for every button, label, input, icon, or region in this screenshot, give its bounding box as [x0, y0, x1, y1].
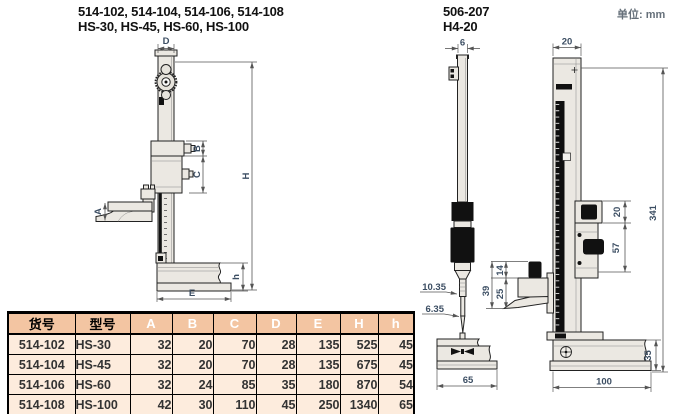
- cell-h: 45: [377, 354, 415, 375]
- cell-D: 45: [255, 394, 297, 414]
- cell-B: 24: [171, 374, 214, 395]
- cell-part: 514-108: [7, 394, 76, 414]
- col-header-D: D: [255, 312, 297, 335]
- cell-h: 45: [377, 333, 415, 355]
- cell-part: 514-104: [7, 354, 76, 375]
- spec-table: 货号 型号 A B C D E H h 514-102 HS-30 32 20 …: [7, 311, 415, 414]
- dim-label-rod-width: 6: [460, 38, 465, 49]
- dim-label-H: H: [241, 172, 252, 179]
- cell-part: 514-102: [7, 333, 76, 355]
- product-codes: 514-102, 514-104, 514-106, 514-108: [78, 4, 284, 19]
- cell-C: 110: [212, 394, 257, 414]
- cell-E: 180: [295, 374, 341, 395]
- col-header-B: B: [171, 312, 214, 335]
- dim-label-tip2: 6.35: [426, 304, 445, 315]
- col-header-model: 型号: [74, 312, 131, 335]
- dim-label-base-width: 100: [596, 377, 612, 388]
- dim-label-slider: 57: [611, 243, 622, 254]
- cell-model: HS-100: [74, 394, 131, 414]
- dim-label-C: C: [192, 171, 203, 178]
- dim-label-14: 14: [495, 265, 506, 276]
- dim-label-total-height: 341: [648, 204, 659, 221]
- cell-B: 30: [171, 394, 214, 414]
- cell-C: 70: [212, 354, 257, 375]
- col-header-H: H: [339, 312, 379, 335]
- unit-label: 单位: mm: [617, 9, 666, 21]
- product-code: 506-207: [443, 4, 490, 19]
- cell-E: 135: [295, 333, 341, 355]
- cell-E: 250: [295, 394, 341, 414]
- product-header-left: 514-102, 514-104, 514-106, 514-108 HS-30…: [78, 4, 284, 34]
- drawing-hs-height-gauge: D H B C: [93, 36, 257, 302]
- cell-model: HS-60: [74, 374, 131, 395]
- col-header-part: 货号: [7, 312, 76, 335]
- cell-H: 675: [339, 354, 379, 375]
- bolt-hole-icon: [560, 346, 572, 358]
- cell-H: 870: [339, 374, 379, 395]
- col-header-A: A: [129, 312, 173, 335]
- cell-B: 20: [171, 333, 214, 355]
- dim-label-E: E: [189, 288, 195, 299]
- cell-A: 42: [129, 394, 173, 414]
- dim-label-25: 25: [495, 288, 506, 299]
- cell-H: 525: [339, 333, 379, 355]
- table-header-row: 货号 型号 A B C D E H h: [7, 312, 415, 335]
- col-header-E: E: [295, 312, 341, 335]
- dim-label-39: 39: [481, 286, 492, 297]
- col-header-C: C: [212, 312, 257, 335]
- cell-D: 28: [255, 333, 297, 355]
- col-header-h: h: [377, 312, 415, 335]
- drawing-gauge-h4-20: 20 341 20 57: [481, 37, 668, 392]
- pulley-knob-icon: [154, 64, 178, 100]
- dim-label-base-height: 35: [643, 350, 654, 361]
- dim-label-B: B: [192, 145, 203, 152]
- cell-D: 28: [255, 354, 297, 375]
- product-model: H4-20: [443, 19, 478, 34]
- table-row: 514-106 HS-60 32 24 85 35 180 870 54: [7, 374, 415, 395]
- dim-label-A: A: [93, 208, 104, 215]
- dim-label-h: h: [231, 274, 242, 280]
- table-row: 514-108 HS-100 42 30 110 45 250 1340 65: [7, 394, 415, 414]
- cell-C: 85: [212, 374, 257, 395]
- brand-logo-mark: [556, 84, 572, 90]
- drawing-scriber-506-207: 6 10.35 6.35: [420, 38, 498, 390]
- cell-model: HS-30: [74, 333, 131, 355]
- cell-A: 32: [129, 374, 173, 395]
- dim-label-arm: 20: [612, 207, 623, 218]
- product-header-right: 506-207 H4-20: [443, 4, 490, 34]
- cell-A: 32: [129, 354, 173, 375]
- dim-label-column-width: 20: [562, 37, 573, 48]
- cell-B: 20: [171, 354, 214, 375]
- dim-label-tip1: 10.35: [422, 282, 446, 293]
- cell-part: 514-106: [7, 374, 76, 395]
- cell-h: 65: [377, 394, 415, 414]
- dim-label-D: D: [163, 36, 170, 47]
- dim-label-scriber-base: 65: [463, 375, 474, 386]
- cell-A: 32: [129, 333, 173, 355]
- cell-model: HS-45: [74, 354, 131, 375]
- product-models: HS-30, HS-45, HS-60, HS-100: [78, 19, 249, 34]
- table-row: 514-104 HS-45 32 20 70 28 135 675 45: [7, 354, 415, 375]
- cell-D: 35: [255, 374, 297, 395]
- cell-C: 70: [212, 333, 257, 355]
- table-row: 514-102 HS-30 32 20 70 28 135 525 45: [7, 333, 415, 355]
- cell-H: 1340: [339, 394, 379, 414]
- cell-h: 54: [377, 374, 415, 395]
- cell-E: 135: [295, 354, 341, 375]
